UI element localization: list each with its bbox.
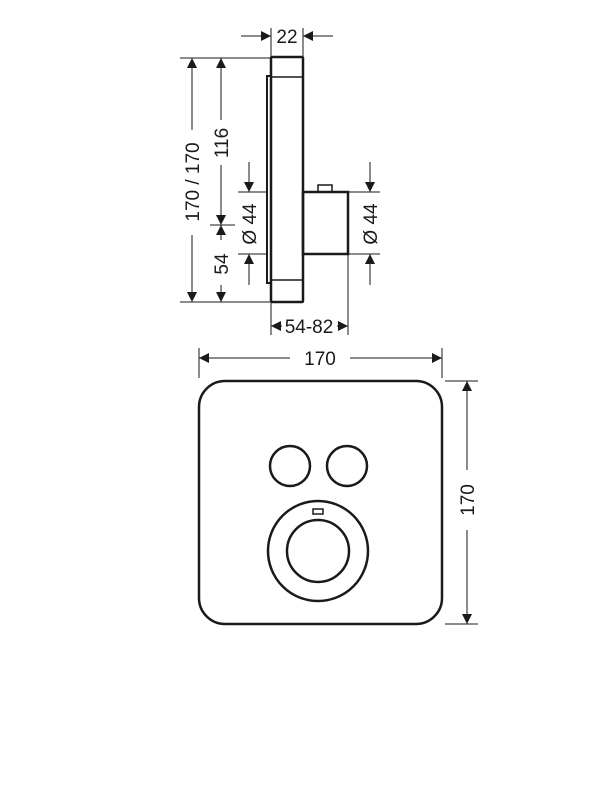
cover-plate-side (269, 55, 305, 304)
total-height-label: 170 / 170 (183, 142, 204, 221)
valve-body-side (301, 190, 350, 256)
depth-dimension-label: 22 (276, 27, 297, 48)
side-view: 22 170 / 170 116 54 Ø 44 Ø 44 (180, 27, 382, 338)
front-width-label: 170 (304, 349, 336, 370)
left-diameter-label: Ø 44 (240, 203, 261, 245)
thermostat-ring (266, 499, 370, 603)
right-diameter-label: Ø 44 (361, 203, 382, 245)
wall-seal-side (266, 75, 272, 284)
install-depth-label: 54-82 (285, 317, 334, 338)
thermostat-knob (285, 518, 351, 584)
front-height-label: 170 (458, 484, 479, 516)
thermostat-marker (312, 508, 324, 515)
front-view: 170 170 (197, 348, 479, 626)
cover-plate-front (197, 379, 444, 626)
button-left (268, 444, 312, 488)
lower-height-label: 54 (212, 253, 233, 275)
valve-notch (317, 184, 333, 193)
upper-height-label: 116 (212, 128, 233, 158)
button-right (325, 444, 369, 488)
